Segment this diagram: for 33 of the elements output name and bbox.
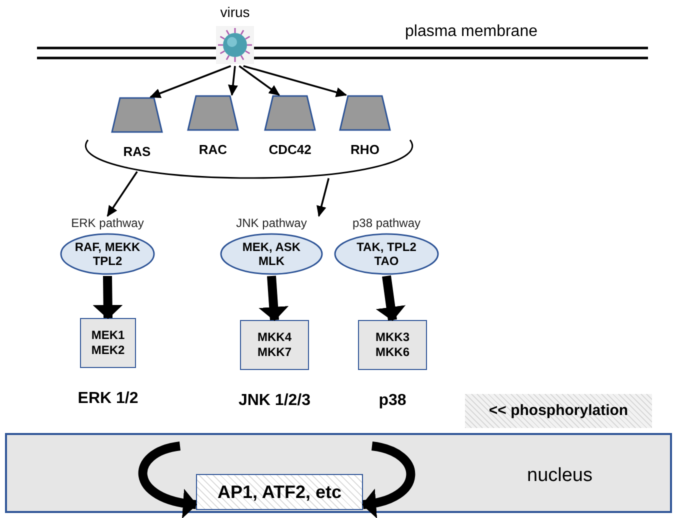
pathway-label: p38 pathway (351, 216, 422, 230)
arrow (106, 171, 138, 217)
kinase-label: MEK, ASK MLK (241, 240, 302, 268)
kinase-family-label: p38 (378, 392, 408, 410)
kinase-box: MEK1 MEK2 (80, 318, 136, 368)
kinase-family-label: ERK 1/2 (76, 390, 140, 408)
arrow (238, 65, 280, 96)
arrow (316, 178, 330, 217)
kinase-box: MKK3 MKK6 (358, 320, 427, 370)
block-arrow (376, 275, 406, 321)
protein-label: RAC (198, 142, 228, 157)
nucleus-label: nucleus (527, 465, 592, 487)
nucleus-band (5, 433, 672, 513)
pathway-label: JNK pathway (235, 216, 308, 230)
protein-label: RAS (122, 144, 152, 159)
transcription-factor-box: AP1, ATF2, etc (196, 474, 363, 510)
block-arrow (258, 276, 289, 321)
block-arrow (362, 442, 416, 518)
arrow (150, 65, 232, 98)
kinase-box: MKK4 MKK7 (240, 320, 309, 370)
arrow (243, 65, 348, 98)
block-arrow (92, 276, 123, 319)
kinase-label: TAK, TPL2 TAO (356, 240, 418, 268)
block-arrow (138, 442, 197, 518)
protein-label: CDC42 (268, 142, 312, 157)
membrane-label: plasma membrane (405, 23, 538, 41)
virus-label: virus (219, 4, 251, 20)
pathway-label: ERK pathway (70, 216, 145, 230)
phosphorylation-label: << phosphorylation (465, 394, 652, 428)
kinase-label: RAF, MEKK TPL2 (74, 240, 141, 268)
kinase-family-label: JNK 1/2/3 (237, 392, 312, 410)
protein-label: RHO (350, 142, 380, 157)
arrow (228, 66, 238, 96)
